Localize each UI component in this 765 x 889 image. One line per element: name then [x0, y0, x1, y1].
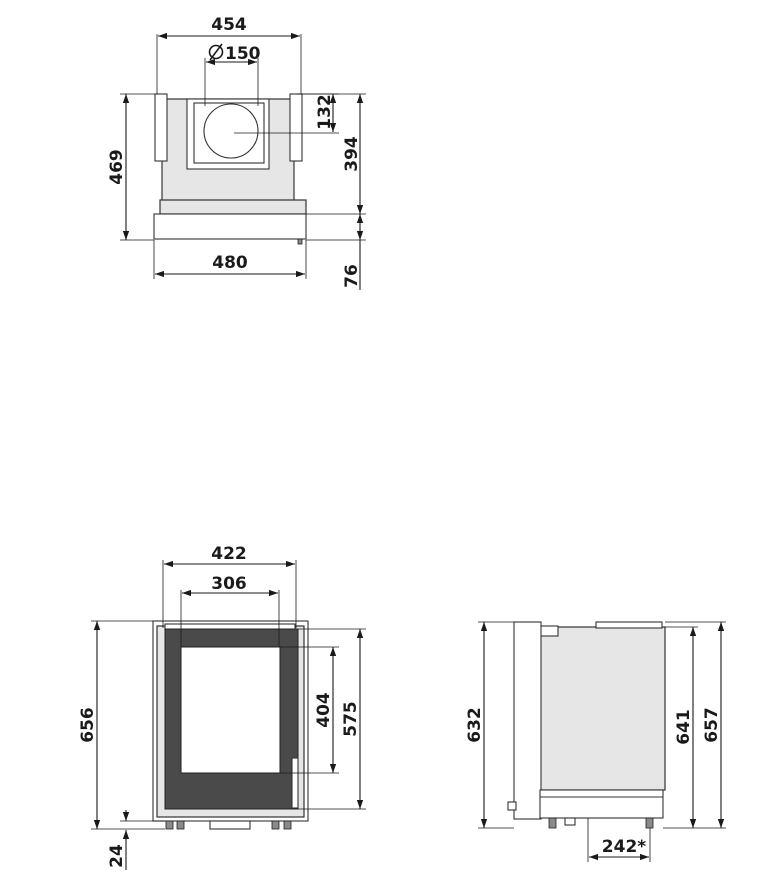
diameter-icon	[208, 43, 224, 61]
dim-flue-offset: 132	[315, 94, 335, 130]
top-foot	[297, 238, 303, 245]
dim-base-height: 76	[342, 264, 362, 288]
dim-glass-height: 404	[314, 692, 334, 728]
door-glass	[180, 646, 281, 774]
dim-flue-diameter: 150	[225, 44, 261, 64]
side-view: 632 641 657 242*	[465, 621, 726, 862]
top-view: 454 150 132 394 76 469 480	[107, 15, 366, 290]
flue-pipe	[203, 103, 259, 159]
top-plinth-upper	[159, 199, 307, 215]
dim-side-body-height: 641	[674, 709, 694, 745]
side-top-lid	[595, 621, 663, 629]
side-bracket	[507, 801, 517, 811]
dim-frame-height: 575	[341, 701, 361, 737]
front-foot-2	[176, 820, 185, 830]
top-plinth-base	[153, 213, 307, 240]
side-front-panel	[513, 621, 542, 820]
top-right-flange	[289, 93, 303, 162]
front-air-inlet	[209, 820, 251, 830]
side-top-step	[539, 625, 559, 637]
dim-front-height: 656	[78, 707, 98, 743]
dim-foot-spacing: 242*	[602, 837, 646, 857]
dim-top-depth: 394	[342, 136, 362, 172]
dim-base-width: 480	[212, 253, 248, 273]
dim-glass-width: 306	[211, 574, 247, 594]
side-plinth	[539, 789, 664, 819]
front-foot-3	[271, 820, 280, 830]
dim-front-width: 422	[211, 544, 247, 564]
dim-side-front-height: 632	[465, 707, 485, 743]
door-handle	[291, 757, 299, 809]
dim-side-total-height: 657	[702, 707, 722, 743]
front-foot-4	[283, 820, 292, 830]
front-foot-1	[165, 820, 174, 830]
side-air-inlet	[564, 817, 576, 826]
top-left-flange	[154, 93, 168, 162]
side-body	[539, 626, 666, 791]
side-foot-rear	[645, 817, 654, 829]
dim-top-width: 454	[211, 15, 247, 35]
side-foot-front	[548, 817, 557, 829]
dim-foot-height: 24	[107, 844, 127, 868]
front-view: 422 306 656 24 404 575	[78, 544, 366, 870]
dim-top-total-depth: 469	[107, 149, 127, 185]
